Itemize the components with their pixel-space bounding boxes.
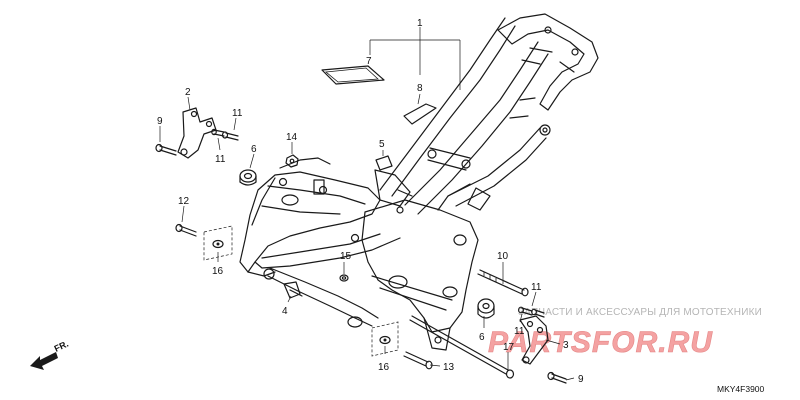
part-13-bolt (403, 351, 433, 370)
part-2-bracket (177, 107, 217, 159)
label-part-4: 4 (282, 306, 288, 317)
label-part-15: 15 (340, 251, 352, 262)
label-part-10: 10 (497, 251, 509, 262)
rear-subframe (497, 13, 599, 111)
label-part-13: 13 (443, 362, 455, 373)
leader-lines (159, 27, 575, 381)
diagram-code: MKY4F3900 (717, 384, 765, 394)
part-6-bushing-upper (239, 169, 257, 186)
watermark-text: ЗАПЧАСТИ И АКСЕССУАРЫ ДЛЯ МОТОТЕХНИКИ (518, 307, 762, 318)
part-7-label (321, 65, 385, 85)
part-4-clamp (283, 281, 303, 299)
front-direction-arrow: FR. (30, 339, 70, 370)
label-part-9a: 9 (157, 116, 163, 127)
label-part-12: 12 (178, 196, 190, 207)
label-part-17: 17 (503, 342, 515, 353)
label-part-9b: 9 (578, 374, 584, 385)
part-15-collar (339, 274, 349, 282)
part-5-rubber (375, 155, 393, 171)
callout-labels: 1 7 8 2 11 9 11 6 14 5 12 16 15 4 10 11 … (157, 18, 584, 385)
label-part-11b: 11 (215, 154, 226, 165)
label-part-11d: 11 (514, 326, 525, 337)
bolts-11-upper (211, 128, 239, 141)
label-part-16b: 16 (378, 362, 390, 373)
lower-rail (239, 171, 381, 273)
part-10-long-bolt (477, 269, 529, 297)
label-part-6a: 6 (251, 144, 257, 155)
part-17-long-bolt (409, 315, 515, 379)
front-arrow-icon (30, 352, 58, 370)
label-part-5: 5 (379, 139, 385, 150)
label-part-8: 8 (417, 83, 423, 94)
front-arrow-label: FR. (53, 339, 70, 354)
part-16-washer-left (203, 225, 233, 261)
label-part-1: 1 (417, 18, 423, 29)
main-frame (239, 13, 599, 351)
bolts-11-lower (517, 306, 545, 318)
label-part-7: 7 (366, 56, 372, 67)
label-part-11c: 11 (531, 282, 542, 293)
engine-mount-casting (361, 199, 479, 333)
part-6-bushing-lower (477, 298, 495, 319)
part-16-washer-lower (371, 321, 399, 357)
part-3-bracket (519, 315, 549, 365)
label-part-6b: 6 (479, 332, 485, 343)
part-8-label (403, 103, 437, 125)
part-12-bolt (175, 223, 197, 237)
label-part-14: 14 (286, 132, 298, 143)
bolt-9-left (155, 143, 177, 156)
label-part-2: 2 (185, 87, 191, 98)
label-part-3: 3 (563, 340, 569, 351)
bolt-9-right (547, 371, 567, 384)
watermark: ЗАПЧАСТИ И АКСЕССУАРЫ ДЛЯ МОТОТЕХНИКИ PA… (488, 307, 762, 359)
label-part-11a: 11 (232, 108, 243, 119)
label-part-16a: 16 (212, 266, 224, 277)
part-14-nut (285, 154, 299, 168)
